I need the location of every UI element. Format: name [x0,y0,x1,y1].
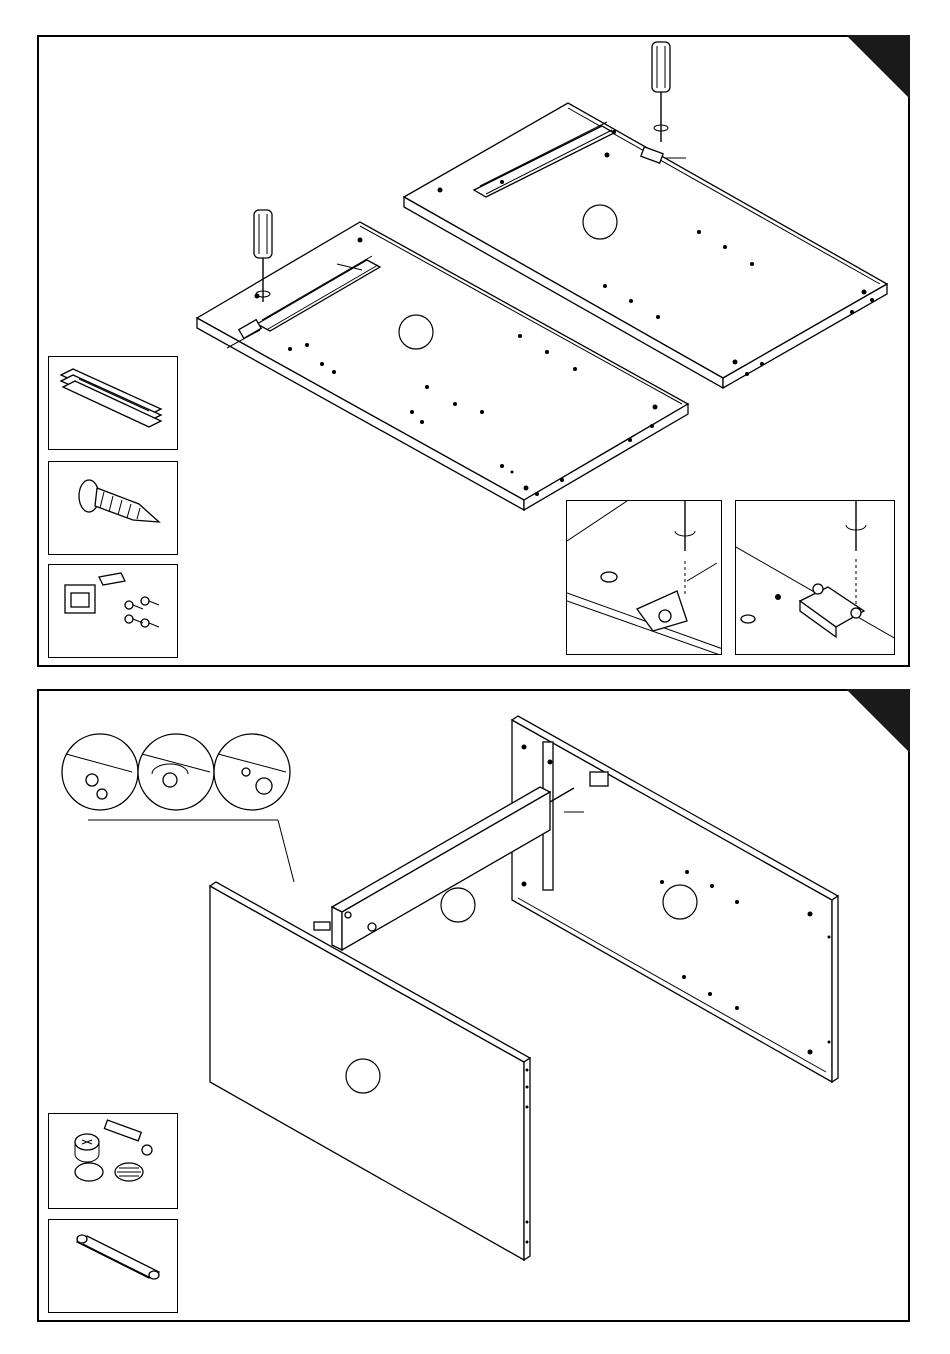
wooden-dowel-icon [49,1220,177,1312]
part-card-magnetic-catch [48,564,178,658]
catch-detail-drawing [736,501,895,655]
cam-lock-fitting-icon [49,1114,177,1208]
part-card-screw [48,461,178,555]
step-2-panel [37,689,910,1322]
part-label-circle [399,315,433,349]
runner-screwing-detail [566,500,722,655]
part-card-runner-rail [48,356,178,450]
screwdriver-right [652,42,670,142]
magnetic-catch-with-screws-icon [49,565,177,657]
part-card-cam-lock [48,1113,178,1209]
cam-lock-detail-circles [62,734,290,810]
runner-detail-drawing [567,501,722,655]
drawer-runner-rail-icon [49,357,177,449]
part-label-circle [346,1059,380,1093]
part-label-circle [583,205,617,239]
step-1-panel [37,35,910,667]
part-card-dowel [48,1219,178,1313]
back-side-panel [512,716,838,1082]
part-label-circle [663,885,697,919]
magnetic-catch-screwing-detail [735,500,895,655]
part-label-circle [441,888,475,922]
wood-screw-icon [49,462,177,554]
front-side-panel [210,882,530,1260]
